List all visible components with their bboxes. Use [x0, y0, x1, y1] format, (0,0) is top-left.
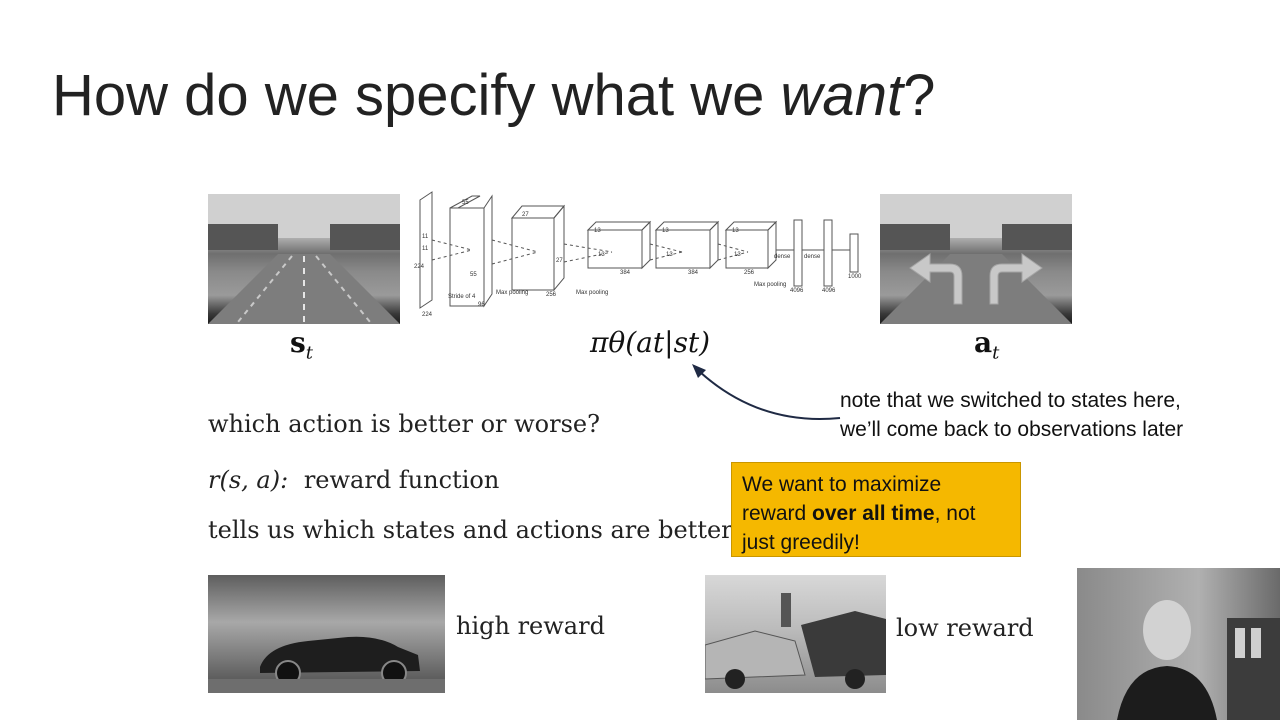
curved-arrow-icon: [699, 371, 841, 420]
action-subscript: t: [992, 342, 1000, 364]
input-layer: [419, 191, 433, 309]
reward-function-line: r(s, a): reward function: [208, 466, 499, 494]
output-layer: [849, 233, 859, 273]
state-symbol: s: [290, 326, 306, 359]
net-label: 4096: [822, 288, 836, 294]
slide-title: How do we specify what we want?: [52, 62, 935, 129]
net-label: 13: [662, 228, 669, 234]
maximize-reward-callout: We want to maximize reward over all time…: [731, 462, 1021, 557]
net-label: 4096: [790, 288, 804, 294]
net-label: Stride of 4: [448, 294, 476, 300]
policy-label: πθ(at|st): [590, 326, 711, 359]
net-label: 384: [620, 270, 631, 276]
action-symbol: a: [974, 326, 993, 359]
net-label: 96: [478, 302, 485, 308]
net-label: 13: [598, 252, 605, 258]
net-label: 224: [422, 312, 433, 318]
sports-car-drawing: [208, 636, 445, 693]
states-note: note that we switched to states here, we…: [840, 386, 1220, 444]
road-state-drawing: [208, 194, 400, 324]
callout-bold: over all time: [812, 502, 935, 525]
title-suffix: ?: [903, 63, 936, 128]
road-image-state: [208, 194, 400, 324]
net-label: Max pooling: [576, 290, 608, 296]
reward-symbol: r(s, a):: [208, 466, 289, 494]
question-text: which action is better or worse?: [208, 410, 600, 438]
note-line-2: we’ll come back to observations later: [840, 418, 1184, 441]
conv2-layer: [511, 217, 555, 291]
note-line-1: note that we switched to states here,: [840, 389, 1181, 412]
net-label: 13: [594, 228, 601, 234]
turn-arrows-icon: [909, 253, 1043, 305]
low-reward-label: low reward: [896, 614, 1034, 642]
net-label: 13: [666, 252, 673, 258]
net-label: dense: [804, 254, 821, 260]
net-label: 11: [422, 246, 429, 252]
net-label: 55: [462, 200, 469, 206]
net-label: 256: [546, 292, 557, 298]
net-label: 1000: [848, 274, 862, 280]
callout-part-2: , not just greedily!: [742, 502, 976, 554]
road-image-action: [880, 194, 1072, 324]
conv5-layer: [725, 229, 769, 269]
net-label: 384: [688, 270, 699, 276]
car-crash-drawing: [705, 593, 886, 689]
state-subscript: t: [305, 342, 313, 364]
tells-text: tells us which states and actions are be…: [208, 516, 733, 544]
net-label: 224: [414, 264, 425, 270]
net-label: 13: [732, 228, 739, 234]
net-label: 13: [734, 252, 741, 258]
presenter-webcam: [1077, 568, 1280, 720]
presenter-drawing: [1117, 600, 1280, 720]
net-label: 55: [470, 272, 477, 278]
callout-part-1: We want to maximize reward: [742, 473, 942, 525]
net-label: Max pooling: [496, 290, 528, 296]
note-arrow: [692, 364, 841, 420]
sports-car-photo: [208, 575, 445, 693]
net-label: 256: [744, 270, 755, 276]
reward-description: reward function: [303, 466, 500, 494]
road-action-drawing: [880, 194, 1072, 324]
net-label: dense: [774, 254, 791, 260]
title-prefix: How do we specify what we: [52, 63, 781, 128]
net-label: 11: [422, 234, 429, 240]
title-emphasis: want: [780, 63, 904, 128]
conv4-layer: [655, 229, 711, 269]
net-label: 27: [522, 212, 529, 218]
action-label: at: [974, 326, 999, 364]
dense1-layer: [793, 219, 803, 287]
high-reward-label: high reward: [456, 612, 605, 640]
cnn-diagram: 224 224 11 11 55 55 Stride of 4 96 Max p…: [414, 191, 862, 318]
state-label: st: [290, 326, 313, 364]
net-label: Max pooling: [754, 282, 786, 288]
conv1-front: [449, 207, 485, 307]
net-label: 27: [556, 258, 563, 264]
dense2-layer: [823, 219, 833, 287]
car-crash-photo: [705, 575, 886, 693]
